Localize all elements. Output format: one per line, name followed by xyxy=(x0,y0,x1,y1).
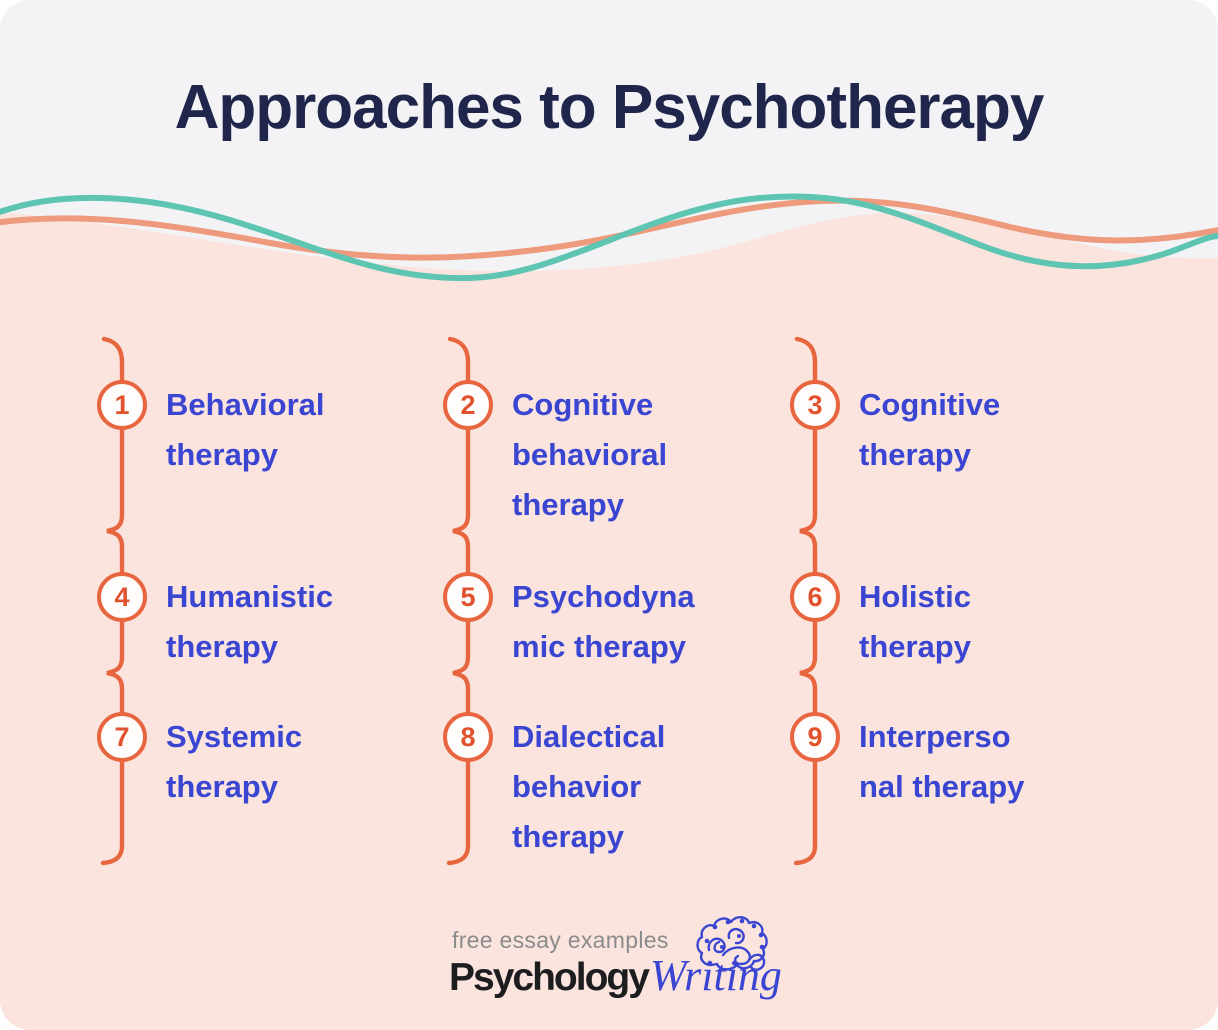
item-2-number-badge: 2 xyxy=(443,380,493,430)
item-7-number: 7 xyxy=(114,721,130,752)
item-9-number-badge: 9 xyxy=(790,712,840,762)
item-7-label: Systemic therapy xyxy=(166,719,303,804)
item-8-number-badge: 8 xyxy=(443,712,493,762)
item-4-number-badge: 4 xyxy=(97,572,147,622)
item-3-label: Cognitive therapy xyxy=(859,387,1001,472)
item-6-number-badge: 6 xyxy=(790,572,840,622)
page-title: Approaches to Psychotherapy xyxy=(174,73,1045,142)
wave-salmon-icon xyxy=(0,197,1218,261)
item-1-label: Behavioral therapy xyxy=(166,387,325,472)
item-1-number-badge: 1 xyxy=(97,380,147,430)
item-7-number-badge: 7 xyxy=(97,712,147,762)
item-1-number: 1 xyxy=(114,389,130,420)
item-6-number: 6 xyxy=(807,581,823,612)
item-8-number: 8 xyxy=(460,721,476,752)
item-9-number: 9 xyxy=(807,721,823,752)
item-5-number-badge: 5 xyxy=(443,572,493,622)
item-3-number: 3 xyxy=(807,389,823,420)
pink-section xyxy=(0,212,1218,1030)
item-4-label: Humanistic therapy xyxy=(166,579,334,664)
item-3-number-badge: 3 xyxy=(790,380,840,430)
item-2-label: Cognitive behavioral therapy xyxy=(512,387,668,522)
item-6-label: Holistic therapy xyxy=(859,579,971,664)
item-5-label: Psychodyna mic therapy xyxy=(512,579,695,664)
item-4-number: 4 xyxy=(114,581,130,612)
item-2-number: 2 xyxy=(460,389,476,420)
wave-teal-icon xyxy=(0,193,1218,282)
item-5-number: 5 xyxy=(460,581,476,612)
item-9-label: Interperso nal therapy xyxy=(859,719,1025,804)
item-8-label: Dialectical behavior therapy xyxy=(512,719,666,854)
